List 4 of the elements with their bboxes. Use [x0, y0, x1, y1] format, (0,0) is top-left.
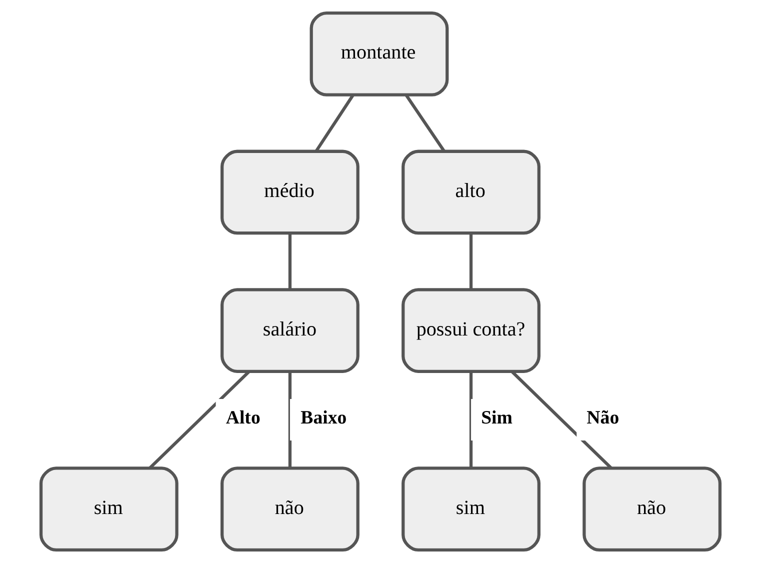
edge-label: Baixo	[300, 408, 346, 429]
edge-label: Alto	[225, 408, 260, 429]
edge-label: Não	[586, 408, 619, 429]
edge-label: Sim	[480, 408, 512, 429]
